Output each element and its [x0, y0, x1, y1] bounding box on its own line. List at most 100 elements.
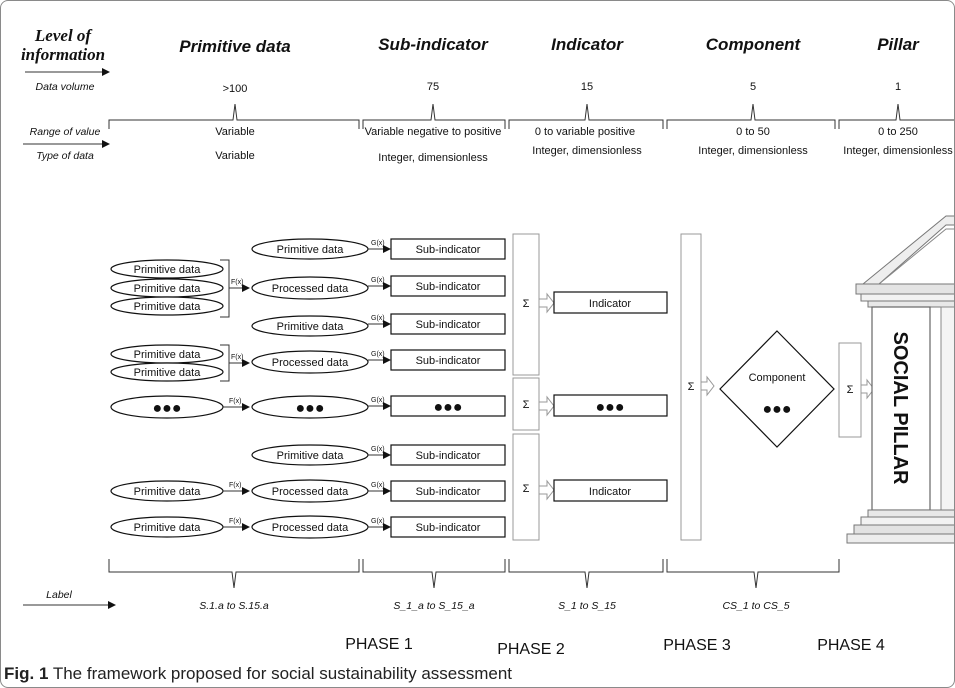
g-label: G(x) [371, 277, 385, 284]
level-of-information-line1: Level of [34, 26, 93, 45]
volume-sub-indicator: 75 [427, 81, 439, 93]
node-primitive-data: Primitive data [277, 450, 345, 462]
node-sub-indicator: Sub-indicator [416, 281, 481, 293]
range-of-value-label: Range of value [30, 126, 101, 138]
node-primitive-data: Primitive data [134, 522, 202, 534]
range-sub-indicator: Variable negative to positive [365, 126, 502, 138]
mid-processed-row2 [251, 276, 369, 300]
range-pillar: 0 to 250 [878, 126, 918, 138]
mid-processed-row4 [251, 350, 369, 374]
left-primitive-group-2: Primitive data Primitive data [110, 344, 230, 382]
node-sub-indicator: Sub-indicator [416, 355, 481, 367]
data-volume-label: Data volume [36, 81, 95, 93]
ellipsis-dots: ●●● [596, 399, 625, 416]
volume-pillar: 1 [895, 81, 901, 93]
node-sub-indicator: Sub-indicator [416, 522, 481, 534]
footer-brace-primitive [108, 559, 360, 589]
sigma-symbol: Σ [847, 384, 854, 396]
node-primitive-data: Primitive data [134, 349, 202, 361]
social-pillar-label: SOCIAL PILLAR [889, 332, 911, 486]
social-pillar-building [846, 215, 954, 544]
label-sub-indicator: S_1_a to S_15_a [393, 600, 474, 612]
level-component: Component [706, 35, 802, 54]
node-sub-indicator: Sub-indicator [416, 450, 481, 462]
phase-2: PHASE 2 [497, 641, 565, 658]
sigma-symbol: Σ [688, 381, 695, 393]
node-sub-indicator: Sub-indicator [416, 319, 481, 331]
f-label: F(x) [229, 482, 241, 489]
node-processed-data: Processed data [272, 357, 349, 369]
node-processed-data: Processed data [272, 486, 349, 498]
phase-3: PHASE 3 [663, 637, 731, 654]
type-pillar: Integer, dimensionless [843, 145, 953, 157]
range-indicator: 0 to variable positive [535, 126, 635, 138]
node-primitive-data: Primitive data [134, 367, 202, 379]
node-processed-data: Processed data [272, 283, 349, 295]
type-of-data-label: Type of data [36, 150, 94, 162]
g-arrows: G(x) G(x) G(x) G(x) G(x) G(x) G(x) G(x) [368, 240, 391, 531]
phase-1: PHASE 1 [345, 636, 413, 653]
indicator-box-1 [553, 291, 668, 314]
type-sub-indicator: Integer, dimensionless [378, 152, 488, 164]
header-brace-sub-indicator [362, 103, 506, 129]
level-pillar: Pillar [877, 35, 920, 54]
sigma-symbol: Σ [523, 399, 530, 411]
node-primitive-data: Primitive data [134, 486, 202, 498]
phase4-sigma-arrow [860, 378, 875, 400]
figure-caption-text: The framework proposed for social sustai… [52, 664, 513, 683]
label-component: CS_1 to CS_5 [722, 600, 789, 612]
footer-brace-sub-indicator [362, 559, 506, 589]
footer-brace-component [666, 559, 840, 589]
g-label: G(x) [371, 315, 385, 322]
node-component: Component [749, 372, 806, 384]
level-sub-indicator: Sub-indicator [378, 35, 489, 54]
type-primitive: Variable [215, 150, 255, 162]
ellipsis-dots: ●●● [763, 401, 792, 418]
label-primitive: S.1.a to S.15.a [199, 600, 269, 612]
g-label: G(x) [371, 518, 385, 525]
node-processed-data: Processed data [272, 522, 349, 534]
range-component: 0 to 50 [736, 126, 770, 138]
label-indicator: S_1 to S_15 [558, 600, 616, 612]
social-pillar-column [871, 306, 931, 511]
g-label: G(x) [371, 240, 385, 247]
ellipsis-dots: ●●● [296, 400, 325, 417]
node-primitive-data: Primitive data [134, 301, 202, 313]
mid-primitive-row3 [251, 315, 369, 337]
header-brace-indicator [508, 103, 664, 129]
g-label: G(x) [371, 446, 385, 453]
bracket [220, 344, 230, 382]
f-arrows: F(x) F(x) F(x) F(x) F(x) [223, 279, 250, 531]
level-indicator: Indicator [551, 35, 624, 54]
phase2-sigma: Σ Σ Σ [512, 233, 555, 541]
node-primitive-data: Primitive data [277, 321, 345, 333]
type-indicator: Integer, dimensionless [532, 145, 642, 157]
indicator-box-2 [553, 479, 668, 502]
sub-indicator-boxes: Sub-indicator Sub-indicator Sub-indicato… [390, 238, 506, 538]
ellipsis-dots: ●●● [434, 399, 463, 416]
sigma-symbol: Σ [523, 483, 530, 495]
node-primitive-data: Primitive data [134, 283, 202, 295]
node-indicator: Indicator [589, 486, 632, 498]
volume-indicator: 15 [581, 81, 593, 93]
f-label: F(x) [229, 398, 241, 405]
figure-number: Fig. 1 [4, 664, 49, 683]
footer-brace-indicator [508, 559, 664, 589]
f-label: F(x) [231, 279, 243, 286]
g-label: G(x) [371, 397, 385, 404]
node-sub-indicator: Sub-indicator [416, 244, 481, 256]
type-component: Integer, dimensionless [698, 145, 808, 157]
node-primitive-data: Primitive data [134, 264, 202, 276]
mid-ellipsis-row5 [251, 395, 369, 419]
node-primitive-data: Primitive data [277, 244, 345, 256]
label-word: Label [46, 589, 72, 601]
node-indicator: Indicator [589, 298, 632, 310]
f-label: F(x) [229, 518, 241, 525]
header-brace-primitive [108, 103, 360, 129]
f-label: F(x) [231, 354, 243, 361]
sigma-symbol: Σ [523, 298, 530, 310]
volume-component: 5 [750, 81, 756, 93]
phase3-sigma-arrow [700, 375, 715, 397]
figure-caption: Fig. 1 The framework proposed for social… [4, 664, 512, 684]
